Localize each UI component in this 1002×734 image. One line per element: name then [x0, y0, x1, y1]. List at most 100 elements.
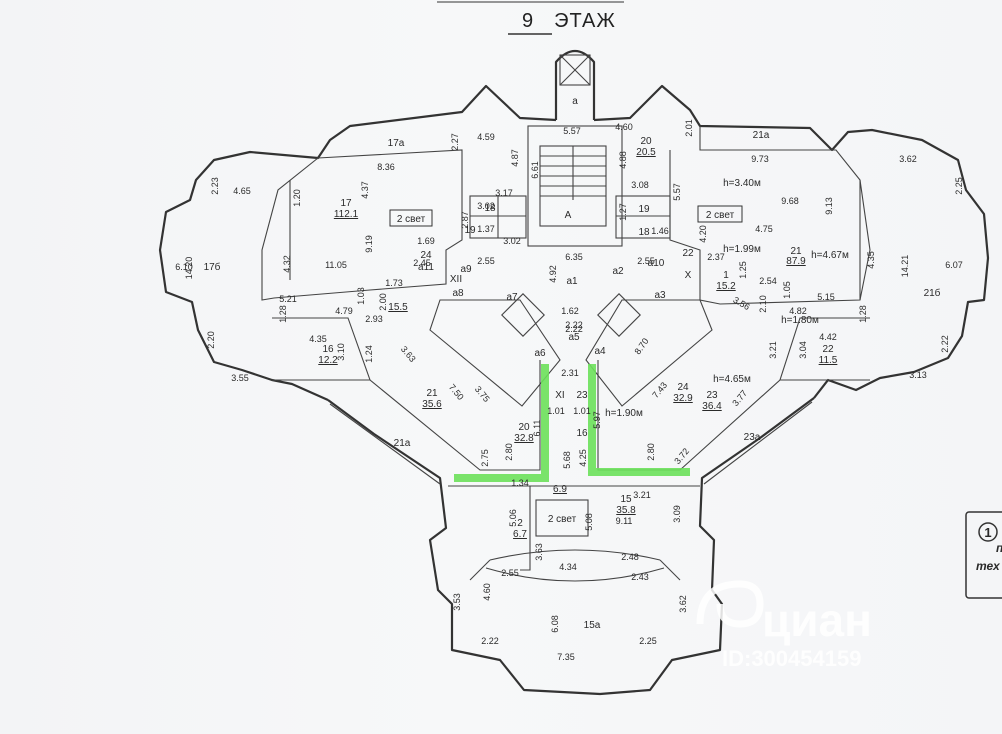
room-16-area: 12.2 — [318, 355, 338, 366]
outer-walls — [158, 49, 990, 696]
room-23b: 23 — [576, 390, 588, 401]
label-a7: а7 — [506, 292, 518, 303]
dim-4-42: 4.42 — [819, 332, 837, 342]
dim-2-54: 2.54 — [759, 276, 777, 286]
dim-3-62: 3.62 — [899, 154, 917, 164]
room-15: 15 — [620, 494, 632, 505]
room-1-area: 15.2 — [716, 281, 736, 292]
label-2-svet-right: 2 свет — [706, 210, 735, 221]
dim-5-97: 5.97 — [592, 411, 602, 429]
dim-7-50: 7.50 — [447, 382, 466, 402]
dim-5-06: 5.06 — [508, 509, 518, 527]
label-h-199: h=1.99м — [723, 244, 761, 255]
interior-walls — [261, 125, 871, 582]
dim-1-28-b: 1.28 — [858, 305, 868, 323]
dim-4-88: 4.88 — [618, 151, 628, 169]
dim-2-22-d: 2.22 — [565, 320, 583, 330]
room-22: 22 — [822, 344, 834, 355]
dim-3-75: 3.75 — [473, 384, 492, 404]
label-a2: а2 — [612, 266, 624, 277]
side-note: 1 п тех — [965, 511, 1002, 599]
dim-7-35: 7.35 — [557, 652, 575, 662]
room-20b: 20 — [518, 422, 530, 433]
room-22b: 22 — [682, 248, 694, 259]
dim-3-09: 3.09 — [672, 505, 682, 523]
dim-4-65: 4.65 — [233, 186, 251, 196]
light2-left-box — [389, 209, 433, 227]
room-21-left: 21 — [426, 388, 438, 399]
side-note-badge — [978, 522, 998, 542]
label-a10: а10 — [648, 258, 665, 269]
dim-5-08: 5.08 — [584, 513, 594, 531]
dim-9-68: 9.68 — [781, 196, 799, 206]
side-note-frame — [965, 511, 1002, 599]
room-21: 21 — [790, 246, 802, 257]
dim-2-93: 2.93 — [365, 314, 383, 324]
dim-5-57-b: 5.57 — [672, 183, 682, 201]
dim-2-75: 2.75 — [480, 449, 490, 467]
watermark-brand: циан — [762, 594, 872, 646]
dim-2-22-a: 2.22 — [565, 324, 583, 334]
dim-2-22-b: 2.22 — [940, 335, 950, 353]
label-XI: XI — [555, 390, 564, 401]
dim-6-08: 6.08 — [550, 615, 560, 633]
dim-5-68: 5.68 — [562, 451, 572, 469]
label-a3: а3 — [654, 290, 666, 301]
dim-1-24: 1.24 — [364, 345, 374, 363]
dim-8-36: 8.36 — [377, 162, 395, 172]
room-21-left-area: 35.6 — [422, 399, 442, 410]
room-19-a: 19 — [464, 225, 476, 236]
room-21-area: 87.9 — [786, 256, 806, 267]
dim-3-21-b: 3.21 — [633, 490, 651, 500]
dim-2-48: 2.48 — [621, 552, 639, 562]
room-24-area: 32.9 — [673, 393, 693, 404]
room-17a: 17а — [388, 138, 405, 149]
label-2-svet-left: 2 свет — [397, 214, 426, 225]
dim-3-55: 3.55 — [231, 373, 249, 383]
dim-3-04: 3.04 — [798, 341, 808, 359]
dim-1-05: 1.05 — [782, 281, 792, 299]
room-15-area: 35.8 — [616, 505, 636, 516]
room-23: 23 — [706, 390, 718, 401]
dim-1-37: 1.37 — [477, 224, 495, 234]
room-17-area: 112.1 — [334, 209, 359, 220]
dim-1-01-b: 1.01 — [573, 406, 591, 416]
label-a8: а8 — [452, 288, 464, 299]
room-20-area: 20.5 — [636, 147, 656, 158]
dim-1-69: 1.69 — [417, 236, 435, 246]
dim-3-77: 3.77 — [730, 388, 749, 408]
dim-9-13: 9.13 — [824, 197, 834, 215]
side-note-line1: п — [996, 541, 1002, 555]
side-note-badge-number: 1 — [984, 525, 991, 540]
dim-4-20: 4.20 — [698, 225, 708, 243]
room-4-area: 6.9 — [553, 484, 567, 495]
room-20b-area: 32.8 — [514, 433, 534, 444]
dim-6-11: 6.11 — [532, 420, 542, 437]
room-22-area: 11.5 — [819, 355, 838, 366]
room-1: 1 — [723, 270, 729, 281]
dim-2-27: 2.27 — [450, 133, 460, 151]
label-XII: XII — [450, 274, 462, 285]
dim-9-19: 9.19 — [364, 235, 374, 253]
dim-2-22-c: 2.22 — [481, 636, 499, 646]
room-15a: 15а — [584, 620, 601, 631]
dim-2-55-b: 2.55 — [637, 256, 655, 266]
dim-9-73: 9.73 — [751, 154, 769, 164]
dim-8-70: 8.70 — [632, 336, 650, 356]
dim-4-32: 4.32 — [282, 255, 292, 273]
dim-6-10: 6.10 — [175, 262, 193, 272]
dim-1-34: 1.34 — [511, 478, 529, 488]
highlighted-unit-boundary — [454, 364, 690, 482]
room-18-b: 18 — [638, 227, 650, 238]
dim-1-25: 1.25 — [738, 261, 748, 279]
dim-3-17: 3.17 — [495, 188, 513, 198]
dim-2-10: 2.10 — [758, 295, 768, 313]
dim-3-63-b: 3.63 — [534, 543, 544, 561]
dim-2-55-c: 2.55 — [501, 568, 519, 578]
dimension-labels: 5.57 4.60 2.01 4.59 2.27 8.36 4.87 6.61 … — [175, 119, 964, 662]
dim-1-20: 1.20 — [292, 189, 302, 207]
room-21a-top: 21а — [753, 130, 770, 141]
dim-3-62-b: 3.62 — [678, 595, 688, 613]
